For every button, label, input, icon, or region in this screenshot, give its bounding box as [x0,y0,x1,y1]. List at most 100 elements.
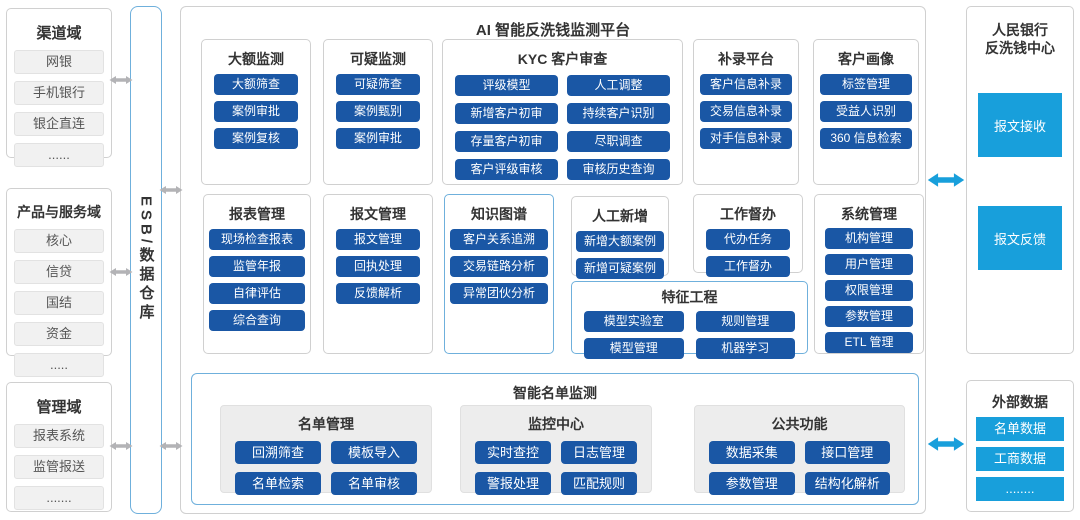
list-item: 网银 [14,50,104,74]
node-chip: 回执处理 [336,256,420,277]
node-chip: 案例甄别 [336,101,420,122]
message-feedback-block: 报文反馈 [978,206,1062,270]
domain-management: 管理域 报表系统 监管报送 ....... [6,382,112,512]
node-chip: 评级模型 [455,75,558,96]
group-title: 工作督办 [720,206,776,222]
group-list-management: 名单管理 回溯筛查 模板导入 名单检索 名单审核 [220,405,432,495]
node-chip: 机构管理 [825,228,913,249]
node-chip: 新增大额案例 [576,231,664,252]
double-arrow-icon [109,74,133,86]
group-title: 报表管理 [229,206,285,222]
node-chip: 案例审批 [336,128,420,149]
group-common-functions: 公共功能 数据采集 接口管理 参数管理 结构化解析 [694,405,905,495]
node-chip: 模型管理 [584,338,684,359]
node-chip: 异常团伙分析 [450,283,548,304]
double-arrow-icon [109,440,133,452]
node-chip: 交易信息补录 [700,101,792,122]
node-chip: 名单审核 [331,472,417,495]
node-chip: 日志管理 [561,441,637,464]
node-chip: 交易链路分析 [450,256,548,277]
list-item: 银企直连 [14,112,104,136]
group-suspicious-monitoring: 可疑监测 可疑筛查 案例甄别 案例审批 [323,39,433,185]
group-title: 报文管理 [350,206,406,222]
esb-data-warehouse-bar: ESB/数据仓库 [130,6,162,514]
node-chip: 可疑筛查 [336,74,420,95]
node-chip: 规则管理 [695,311,795,332]
node-chip: 用户管理 [825,254,913,275]
node-chip: 名单检索 [235,472,321,495]
node-chip: 受益人识别 [820,101,912,122]
group-customer-profile: 客户画像 标签管理 受益人识别 360 信息检索 [813,39,919,185]
group-supplement-platform: 补录平台 客户信息补录 交易信息补录 对手信息补录 [693,39,799,185]
group-title: 公共功能 [771,416,828,432]
node-chip: 模型实验室 [584,311,684,332]
node-chip: 机器学习 [695,338,795,359]
group-report-management: 报表管理 现场检查报表 监管年报 自律评估 综合查询 [203,194,311,354]
external-data-item: 名单数据 [976,417,1064,441]
node-chip: 客户关系追溯 [450,229,548,250]
node-chip: 案例审批 [214,101,298,122]
node-chip: 客户信息补录 [700,74,792,95]
list-item: 信贷 [14,260,104,284]
double-arrow-icon [927,171,965,189]
group-feature-engineering: 特征工程 模型实验室 规则管理 模型管理 机器学习 [571,281,808,359]
group-knowledge-graph: 知识图谱 客户关系追溯 交易链路分析 异常团伙分析 [444,194,554,354]
node-chip: 自律评估 [209,283,305,304]
domain-channel: 渠道域 网银 手机银行 银企直连 ...... [6,8,112,167]
platform-title: AI 智能反洗钱监测平台 [475,22,631,39]
group-title: 客户画像 [838,51,894,67]
group-large-amount-monitoring: 大额监测 大额筛查 案例审批 案例复核 [201,39,311,185]
group-title: 人工新增 [592,208,648,224]
node-chip: 数据采集 [709,441,795,464]
list-monitoring-title: 智能名单监测 [513,385,597,401]
group-title: 可疑监测 [350,51,406,67]
node-chip: 尽职调查 [567,131,670,152]
group-title: 特征工程 [661,289,718,305]
group-message-management: 报文管理 报文管理 回执处理 反馈解析 [323,194,433,354]
group-system-management: 系统管理 机构管理 用户管理 权限管理 参数管理 ETL 管理 [814,194,924,354]
list-item: 报表系统 [14,424,104,448]
group-title: KYC 客户审查 [517,51,608,67]
node-chip: 权限管理 [825,280,913,301]
node-chip: 对手信息补录 [700,128,792,149]
group-title: 监控中心 [528,416,584,432]
node-chip: 综合查询 [209,310,305,331]
group-title: 知识图谱 [471,206,527,222]
list-item: 监管报送 [14,455,104,479]
node-chip: 人工调整 [567,75,670,96]
node-chip: ETL 管理 [825,332,913,353]
group-monitoring-center: 监控中心 实时查控 日志管理 警报处理 匹配规则 [460,405,652,495]
domain-product-service-title: 产品与服务域 [17,204,101,220]
node-chip: 结构化解析 [804,472,890,495]
list-item: 核心 [14,229,104,253]
list-item: 手机银行 [14,81,104,105]
group-work-supervision: 工作督办 代办任务 工作督办 [693,194,803,277]
double-arrow-icon [109,266,133,278]
node-chip: 反馈解析 [336,283,420,304]
list-item: ...... [14,143,104,167]
external-data-title: 外部数据 [992,394,1048,410]
domain-product-service: 产品与服务域 核心 信贷 国结 资金 ..... [6,188,112,377]
message-receive-block: 报文接收 [978,93,1062,157]
node-chip: 存量客户初审 [455,131,558,152]
node-chip: 案例复核 [214,128,298,149]
node-chip: 大额筛查 [214,74,298,95]
group-title: 补录平台 [718,51,774,67]
list-monitoring-section: 智能名单监测 名单管理 回溯筛查 模板导入 名单检索 名单审核 监控中心 实时查… [191,373,919,505]
node-chip: 代办任务 [706,229,790,250]
pboc-title-line1: 人民银行 [992,22,1048,38]
list-item: ..... [14,353,104,377]
list-item: 资金 [14,322,104,346]
domain-management-title: 管理域 [36,399,82,416]
group-title: 名单管理 [298,416,354,432]
node-chip: 回溯筛查 [235,441,321,464]
node-chip: 360 信息检索 [820,128,912,149]
node-chip: 新增可疑案例 [576,258,664,279]
node-chip: 新增客户初审 [455,103,558,124]
node-chip: 模板导入 [331,441,417,464]
node-chip: 接口管理 [804,441,890,464]
node-chip: 标签管理 [820,74,912,95]
node-chip: 工作督办 [706,256,790,277]
external-data-item: 工商数据 [976,447,1064,471]
